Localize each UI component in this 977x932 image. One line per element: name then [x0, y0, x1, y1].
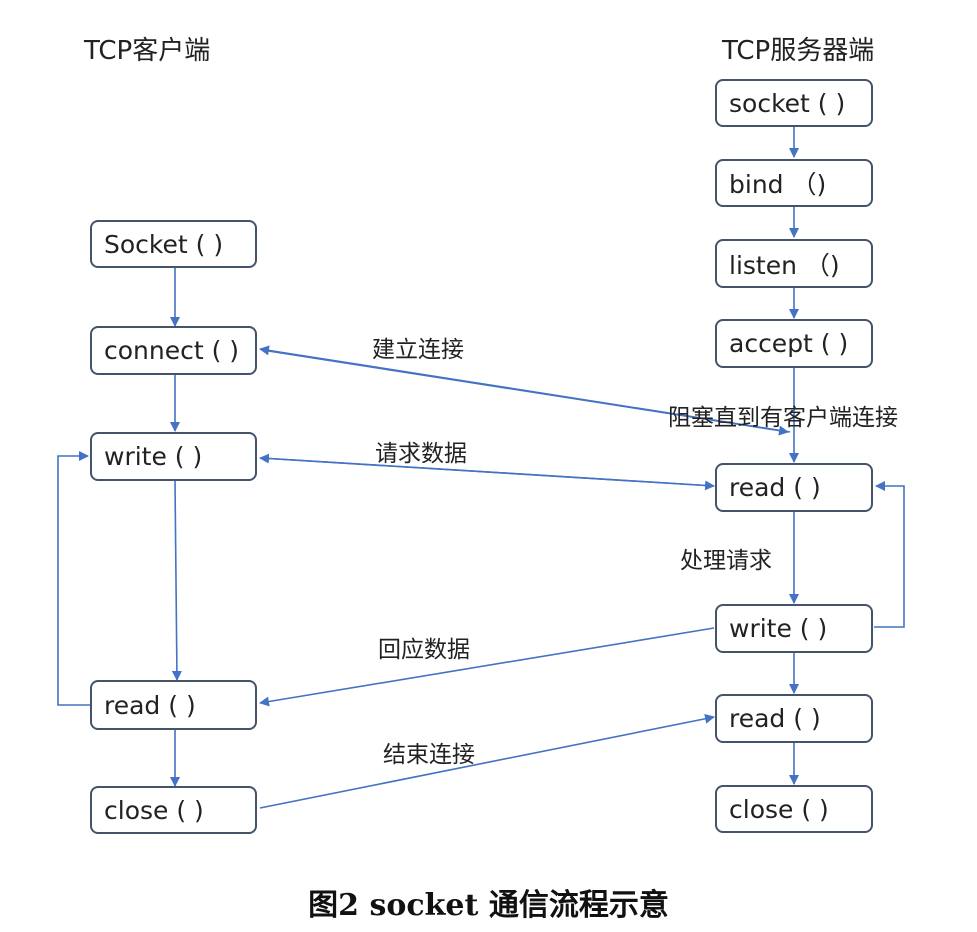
label-block-until-client: 阻塞直到有客户端连接: [668, 405, 898, 431]
client-socket-box: Socket ( ): [90, 220, 257, 268]
label-process-request: 处理请求: [680, 548, 772, 574]
server-read-box-2: read ( ): [715, 694, 873, 743]
client-read-box: read ( ): [90, 680, 257, 730]
client-close-box: close ( ): [90, 786, 257, 834]
client-write-box: write ( ): [90, 432, 257, 481]
server-accept-box: accept ( ): [715, 319, 873, 368]
label-end-connection: 结束连接: [383, 742, 475, 768]
label-request-data: 请求数据: [375, 441, 467, 467]
client-connect-box: connect ( ): [90, 326, 257, 375]
server-socket-box: socket ( ): [715, 79, 873, 127]
server-column-title: TCP服务器端: [722, 36, 875, 66]
arrow-response-to-client: [259, 627, 715, 707]
arrow-request-to-client: [259, 453, 715, 487]
label-establish-connection: 建立连接: [372, 337, 464, 363]
server-close-box: close ( ): [715, 785, 873, 833]
server-listen-box: listen （): [715, 239, 873, 288]
arrow-client-write-read: [171, 480, 182, 681]
arrow-finish-to-server: [259, 713, 715, 809]
client-column-title: TCP客户端: [84, 36, 211, 66]
server-read-box: read ( ): [715, 463, 873, 512]
arrow-server-loop: [874, 481, 905, 628]
server-write-box: write ( ): [715, 604, 873, 653]
arrow-client-loop: [57, 451, 90, 706]
arrow-connect-link-to-server: [261, 349, 789, 436]
figure-caption: 图2 socket 通信流程示意: [308, 888, 669, 923]
label-response-data: 回应数据: [378, 637, 470, 663]
server-bind-box: bind （): [715, 159, 873, 207]
